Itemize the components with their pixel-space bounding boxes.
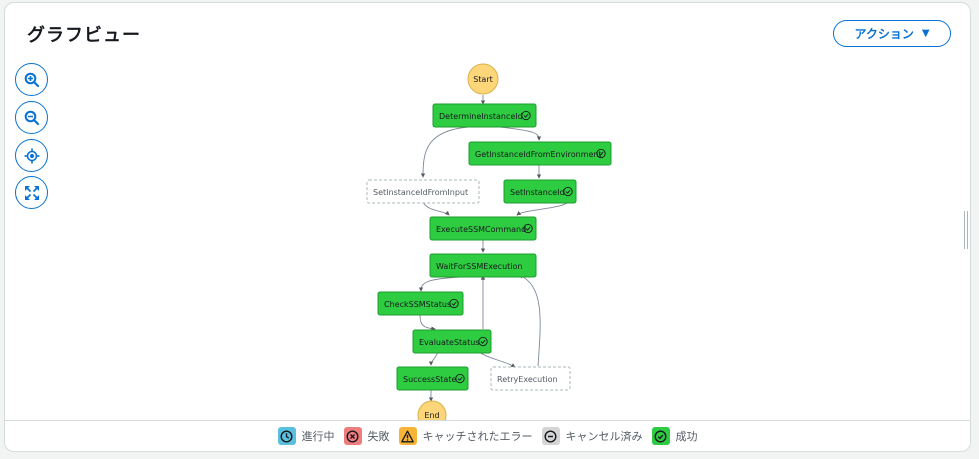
state-evaluate-status[interactable]: EvaluateStatus [412, 329, 492, 354]
legend-divider [5, 420, 970, 421]
graph-view-panel: グラフビュー アクション ▼ [4, 2, 971, 452]
check-circle-icon [523, 223, 533, 234]
state-label: DetermineInstanceId [439, 112, 523, 121]
state-label: WaitForSSMExecution [436, 262, 522, 271]
fit-screen-button[interactable] [15, 176, 48, 209]
state-get-instance-id-from-environment[interactable]: GetInstanceIdFromEnvironment [468, 141, 612, 166]
resize-handle[interactable] [964, 211, 968, 249]
legend-label: 進行中 [301, 430, 335, 443]
state-execute-ssm-command[interactable]: ExecuteSSMCommand [429, 216, 537, 241]
state-label: CheckSSMStatus [384, 300, 451, 309]
zoom-out-button[interactable] [15, 101, 48, 134]
zoom-in-button[interactable] [15, 63, 48, 96]
check-circle-icon [651, 427, 670, 445]
state-set-instance-id[interactable]: SetInstanceId [503, 179, 577, 204]
legend-item-succeeded: 成功 [651, 427, 698, 445]
start-node[interactable]: Start [467, 63, 499, 95]
check-circle-icon [521, 110, 531, 121]
panel-title: グラフビュー [27, 25, 141, 46]
status-legend: 進行中 失敗 キャッチされたエラー キャンセル済み 成功 [5, 422, 970, 450]
state-label: ExecuteSSMCommand [436, 225, 526, 234]
minus-circle-icon [541, 427, 560, 445]
workflow-graph[interactable]: Start End DetermineInstanceId GetInstanc… [5, 3, 971, 420]
state-success-state[interactable]: SuccessState [396, 366, 469, 391]
check-circle-icon [449, 298, 459, 309]
legend-item-cancelled: キャンセル済み [541, 427, 643, 445]
check-circle-icon [455, 373, 465, 384]
check-circle-icon [478, 336, 488, 347]
state-check-ssm-status[interactable]: CheckSSMStatus [377, 291, 464, 316]
clock-icon [277, 427, 296, 445]
state-label: SetInstanceId [510, 188, 565, 197]
fit-screen-icon [24, 185, 39, 200]
legend-item-failed: 失敗 [343, 427, 390, 445]
x-circle-icon [343, 427, 362, 445]
state-label: SetInstanceIdFromInput [373, 188, 468, 197]
legend-label: キャッチされたエラー [422, 430, 533, 443]
start-node-label: Start [473, 75, 493, 84]
legend-item-in-progress: 進行中 [277, 427, 335, 445]
state-retry-execution[interactable]: RetryExecution [490, 366, 571, 391]
end-node-label: End [424, 411, 439, 420]
legend-label: 成功 [675, 430, 698, 443]
check-circle-icon [596, 148, 606, 159]
state-set-instance-id-from-input[interactable]: SetInstanceIdFromInput [366, 179, 480, 204]
crosshair-icon [24, 148, 39, 163]
state-wait-for-ssm-execution[interactable]: WaitForSSMExecution [429, 253, 537, 278]
actions-dropdown-button[interactable]: アクション ▼ [833, 20, 951, 47]
state-label: SuccessState [403, 375, 456, 384]
center-graph-button[interactable] [15, 139, 48, 172]
state-label: RetryExecution [497, 375, 558, 384]
zoom-in-icon [24, 72, 39, 87]
legend-item-caught-error: キャッチされたエラー [398, 427, 533, 445]
graph-edges [418, 95, 570, 402]
end-node[interactable]: End [417, 400, 447, 420]
legend-label: キャンセル済み [565, 430, 643, 443]
caret-down-icon: ▼ [921, 28, 930, 39]
state-label: EvaluateStatus [419, 338, 479, 347]
check-circle-icon [563, 186, 573, 197]
legend-label: 失敗 [367, 430, 390, 443]
zoom-out-icon [24, 110, 39, 125]
warning-icon [398, 427, 417, 445]
actions-button-label: アクション [854, 27, 914, 41]
state-label: GetInstanceIdFromEnvironment [475, 150, 602, 159]
state-determine-instance-id[interactable]: DetermineInstanceId [432, 103, 537, 128]
